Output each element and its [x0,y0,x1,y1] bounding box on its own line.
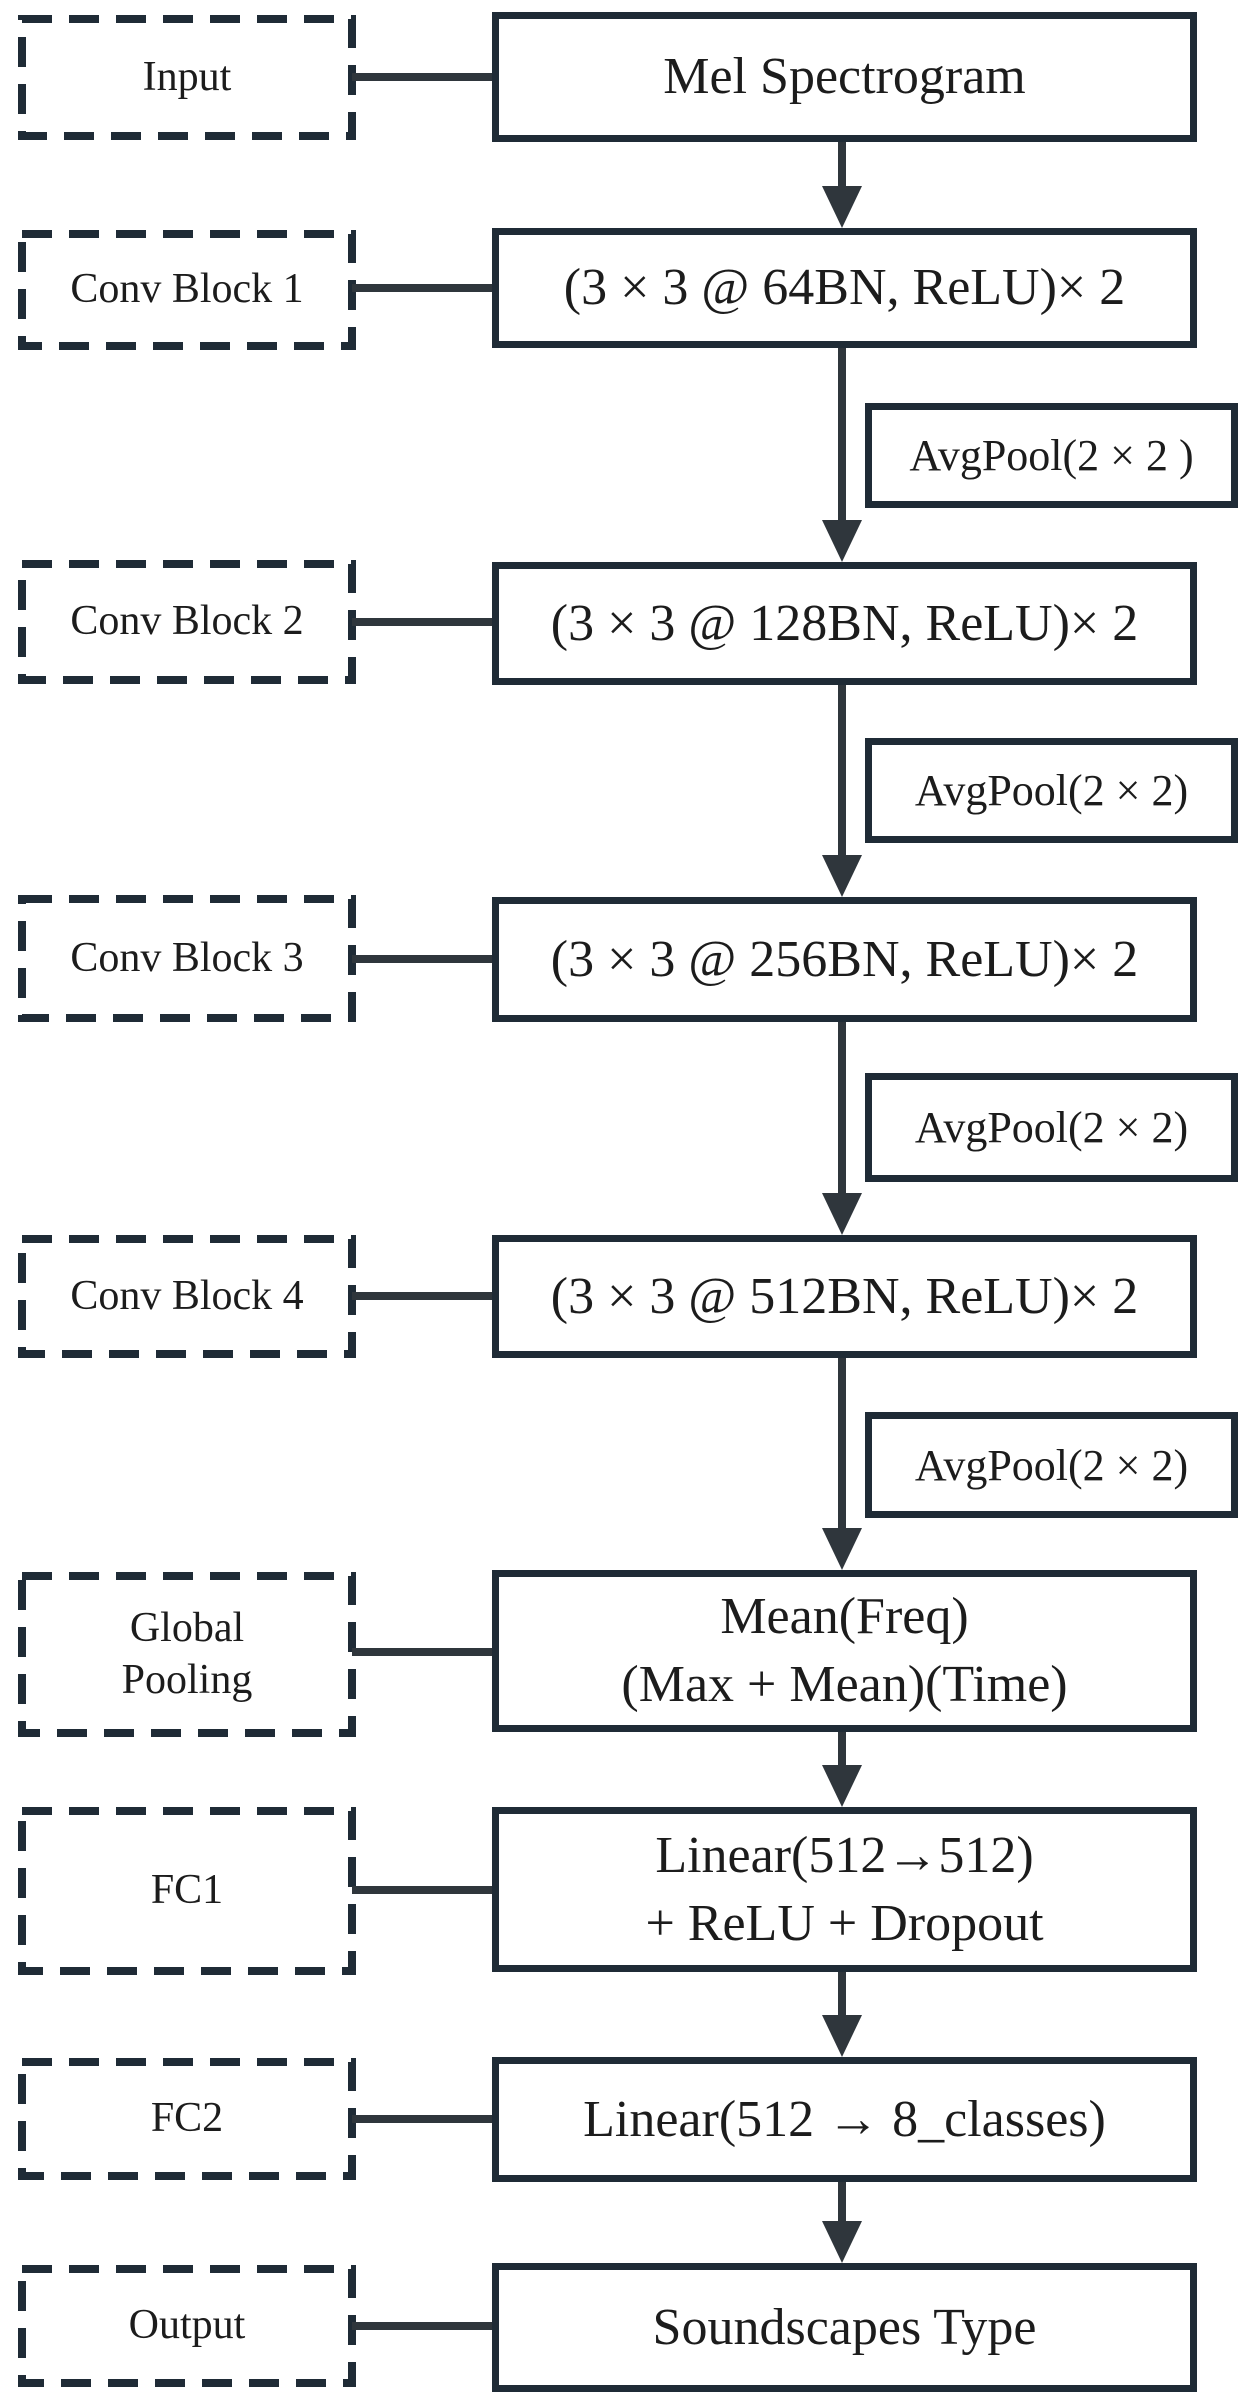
conv-block-1-box: (3 × 3 @ 64BN, ReLU)× 2 [492,228,1197,348]
arrow-down-icon [822,1193,862,1235]
avgpool-text-3: AvgPool(2 × 2) [914,1103,1189,1152]
arrow-down-icon [822,2221,862,2263]
flow-arrow-line [838,142,846,188]
avgpool-text-4: AvgPool(2 × 2) [914,1440,1189,1490]
flow-arrow-line [838,1358,846,1530]
layer-text-conv-4: (3 × 3 @ 512BN, ReLU)× 2 [550,1267,1139,1325]
conv-block-2-box: (3 × 3 @ 128BN, ReLU)× 2 [492,562,1197,685]
stage-box-conv-block-2: Conv Block 2 [18,560,356,684]
mel-spectrogram-box: Mel Spectrogram [492,12,1197,142]
fc2-box: Linear(512 → 8_classes) [492,2057,1197,2182]
stage-label-fc1: FC1 [150,1867,224,1914]
arrow-down-icon [822,1528,862,1570]
arrow-down-icon [822,2015,862,2057]
stage-box-fc2: FC2 [18,2058,356,2180]
stage-label-conv-block-2: Conv Block 2 [70,598,304,645]
dashed-border [18,1807,356,1975]
stage-box-fc1: FC1 [18,1807,356,1975]
stage-box-conv-block-3: Conv Block 3 [18,895,356,1022]
stage-label-conv-block-1: Conv Block 1 [70,266,304,313]
stage-box-conv-block-1: Conv Block 1 [18,230,356,350]
avgpool-box-1: AvgPool(2 × 2 ) [865,403,1238,508]
layer-text-mel-spectrogram: Mel Spectrogram [663,48,1026,106]
global-pooling-box: Mean(Freq) (Max + Mean)(Time) [492,1570,1197,1732]
arrow-down-icon [822,520,862,562]
label-connector-line [352,618,492,626]
label-connector-line [352,2322,492,2330]
layer-text-fc2: Linear(512 → 8_classes) [583,2090,1106,2148]
label-connector-line [352,1292,492,1300]
arrow-down-icon [822,1765,862,1807]
stage-label-conv-block-4: Conv Block 4 [70,1272,304,1319]
avgpool-box-2: AvgPool(2 × 2) [865,738,1238,843]
layer-text-global-pooling: Mean(Freq) (Max + Mean)(Time) [621,1588,1068,1713]
stage-label-output: Output [128,2302,246,2349]
stage-label-input: Input [142,53,232,100]
conv-block-4-box: (3 × 3 @ 512BN, ReLU)× 2 [492,1235,1197,1358]
fc1-box: Linear(512→512) + ReLU + Dropout [492,1807,1197,1972]
stage-box-input: Input [18,15,356,140]
stage-label-conv-block-3: Conv Block 3 [70,934,304,981]
layer-text-output: Soundscapes Type [652,2298,1037,2356]
label-connector-line [352,2115,492,2123]
label-connector-line [352,1886,492,1894]
flow-arrow-line [838,1972,846,2017]
label-connector-line [352,955,492,963]
stage-box-global-pooling: Global Pooling [18,1572,356,1737]
flow-arrow-line [838,1732,846,1767]
stage-label-global-pooling: Global Pooling [121,1605,253,1703]
avgpool-box-3: AvgPool(2 × 2) [865,1073,1238,1182]
arrow-down-icon [822,855,862,897]
flow-arrow-line [838,1022,846,1195]
arrow-down-icon [822,186,862,228]
label-connector-line [352,1648,492,1656]
stage-box-conv-block-4: Conv Block 4 [18,1235,356,1358]
layer-text-conv-3: (3 × 3 @ 256BN, ReLU)× 2 [550,930,1139,988]
conv-block-3-box: (3 × 3 @ 256BN, ReLU)× 2 [492,897,1197,1022]
avgpool-box-4: AvgPool(2 × 2) [865,1412,1238,1518]
dashed-border [18,1572,356,1737]
layer-text-conv-2: (3 × 3 @ 128BN, ReLU)× 2 [550,594,1139,652]
layer-text-conv-1: (3 × 3 @ 64BN, ReLU)× 2 [563,259,1126,317]
label-connector-line [352,284,492,292]
stage-label-fc2: FC2 [150,2095,224,2142]
flow-arrow-line [838,2182,846,2223]
flow-arrow-line [838,685,846,857]
label-connector-line [352,73,492,81]
layer-text-fc1: Linear(512→512) + ReLU + Dropout [645,1826,1044,1952]
avgpool-text-2: AvgPool(2 × 2) [914,766,1189,815]
stage-box-output: Output [18,2265,356,2387]
flow-arrow-line [838,348,846,522]
avgpool-text-1: AvgPool(2 × 2 ) [909,431,1194,480]
output-box: Soundscapes Type [492,2263,1197,2392]
